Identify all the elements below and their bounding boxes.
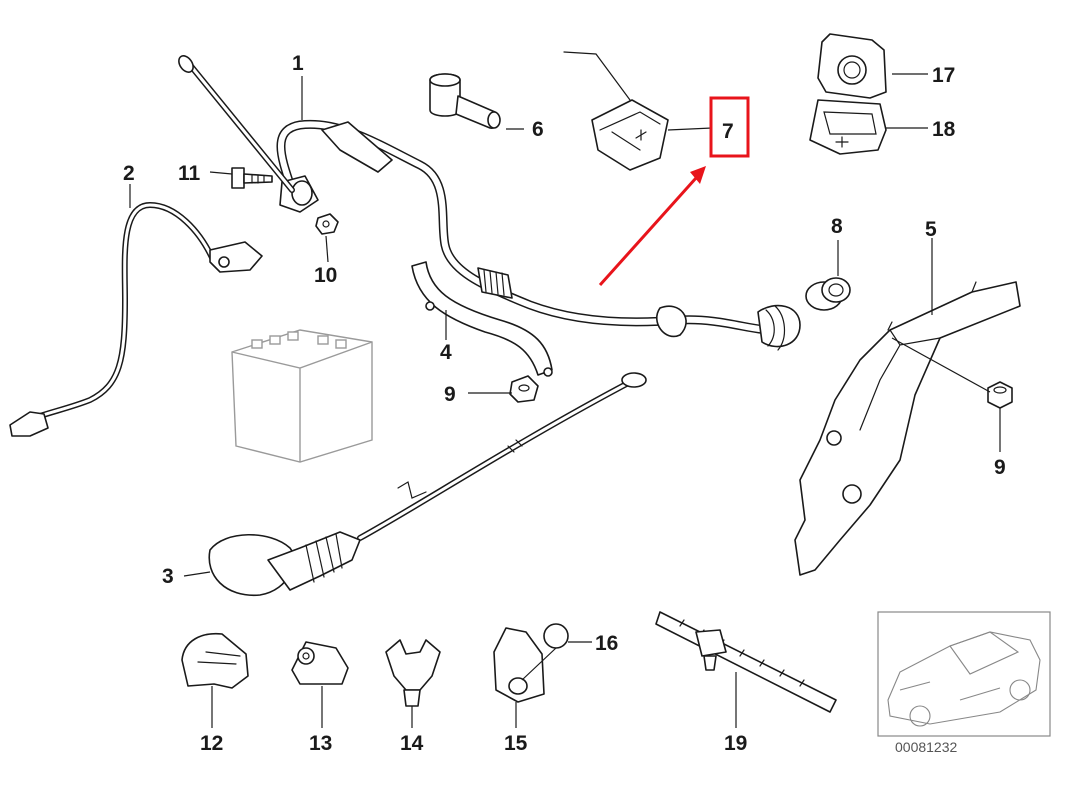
part-16-plug	[543, 623, 569, 649]
part-11-bolt	[231, 167, 273, 189]
car-location-inset: 00081232	[877, 611, 1051, 755]
callout-4: 4	[440, 341, 452, 364]
callout-2: 2	[123, 162, 135, 185]
callout-14: 14	[400, 732, 424, 755]
callout-numbers: 1 2 3 4 5 6 7 8 9 9 10 11 12 13 14 15 16…	[123, 52, 1006, 755]
part-2-negative-cable	[9, 202, 263, 437]
part-19-cable-tie	[655, 611, 837, 713]
part-9-screw-right	[987, 381, 1013, 409]
callout-3: 3	[162, 565, 174, 588]
ground-strap	[178, 55, 295, 193]
part-17-terminal-cover	[817, 33, 887, 99]
part-9-nut-left	[509, 375, 539, 403]
callout-13: 13	[309, 732, 332, 755]
callout-18: 18	[932, 118, 956, 141]
part-13-clip	[291, 641, 349, 685]
highlight-box	[709, 96, 750, 158]
reference-code: 00081232	[895, 739, 958, 755]
part-10-nut	[315, 213, 339, 235]
callout-12: 12	[200, 732, 223, 755]
callout-11: 11	[178, 162, 201, 185]
part-4-bracket	[411, 261, 553, 377]
callout-6: 6	[532, 118, 544, 141]
part-15-clip	[493, 627, 545, 703]
callout-8: 8	[831, 215, 843, 238]
callout-1: 1	[292, 52, 304, 75]
part-7-cover	[563, 51, 669, 171]
callout-7: 7	[722, 120, 734, 143]
highlight-arrowhead	[690, 166, 706, 184]
callout-9-left: 9	[444, 383, 456, 406]
callout-17: 17	[932, 64, 955, 87]
part-8-grommet	[805, 277, 851, 311]
callout-10: 10	[314, 264, 337, 287]
highlight-arrow	[598, 176, 698, 287]
part-6-terminal-cap	[429, 73, 501, 129]
part-5-protection-plate	[794, 281, 1021, 576]
part-12-clip	[181, 632, 249, 689]
part-14-clip	[385, 639, 441, 707]
callout-5: 5	[925, 218, 937, 241]
callout-19: 19	[724, 732, 747, 755]
callout-16: 16	[595, 632, 618, 655]
leader-lines	[129, 73, 1001, 728]
highlight-annotation	[598, 96, 750, 287]
callout-9-right: 9	[994, 456, 1006, 479]
part-18-terminal-cover	[809, 99, 887, 155]
callout-15: 15	[504, 732, 528, 755]
battery-outline	[231, 329, 373, 463]
part-3-cable	[208, 372, 647, 596]
